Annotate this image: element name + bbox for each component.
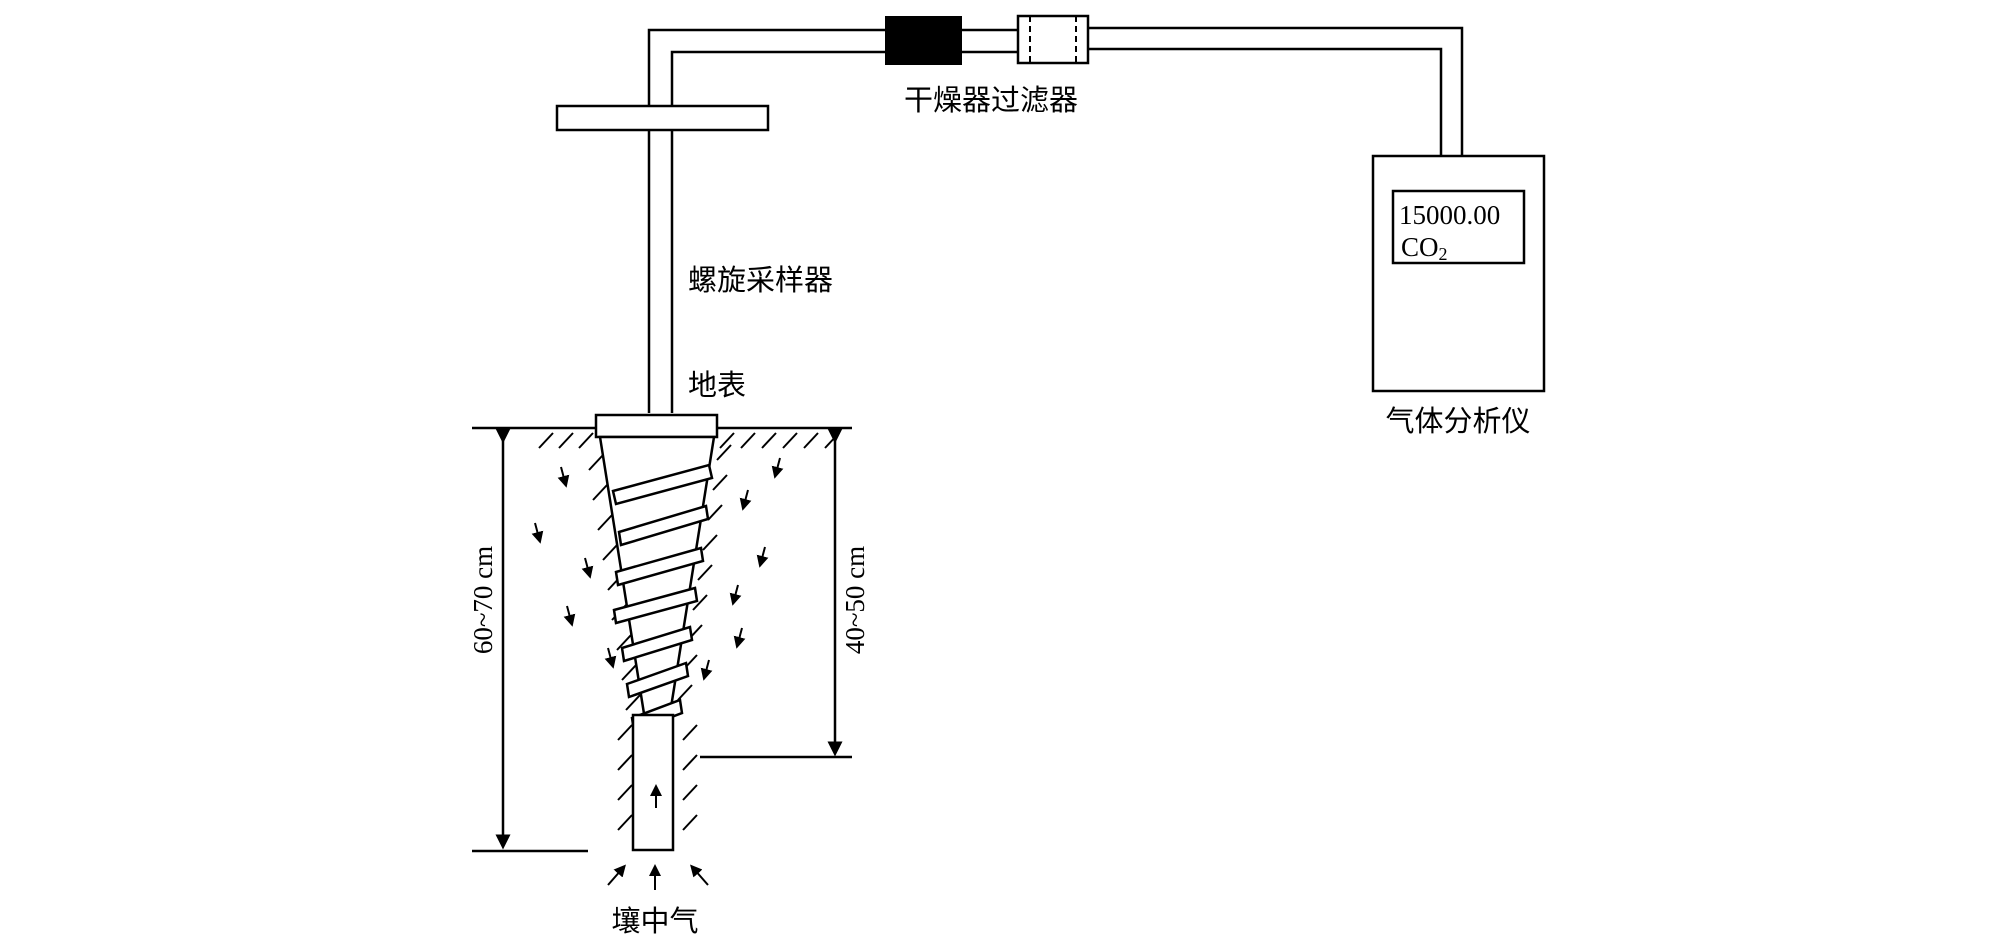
gas-analyzer: 15000.00 CO2 — [1371, 154, 1546, 393]
analyzer-display — [1391, 189, 1526, 265]
gas-tubing — [647, 26, 1464, 413]
soil-gas-label: 壤中气 — [611, 904, 698, 938]
analyzer-gas: CO2 — [1401, 232, 1448, 264]
sampler-handle — [555, 104, 770, 132]
screw-depth-label: 40~50 cm — [840, 546, 870, 654]
ground-surface-label: 地表 — [688, 368, 746, 402]
dryer-block — [885, 16, 962, 65]
total-depth-dimension — [472, 428, 588, 853]
dryer-filter-label: 干燥器过滤器 — [904, 83, 1078, 117]
gas-analyzer-label: 气体分析仪 — [1385, 404, 1530, 438]
sampler-cap — [594, 413, 719, 439]
soil-gas-flow-arrows — [531, 457, 784, 890]
soil-hatching — [538, 432, 840, 831]
sampling-tube — [631, 713, 675, 852]
spiral-cone — [598, 435, 716, 759]
analyzer-reading: 15000.00 — [1399, 200, 1500, 230]
filter-cartridge — [1016, 14, 1090, 65]
spiral-sampler-label: 螺旋采样器 — [688, 263, 833, 297]
total-depth-label: 60~70 cm — [468, 546, 498, 654]
screw-depth-dimension — [700, 428, 852, 759]
